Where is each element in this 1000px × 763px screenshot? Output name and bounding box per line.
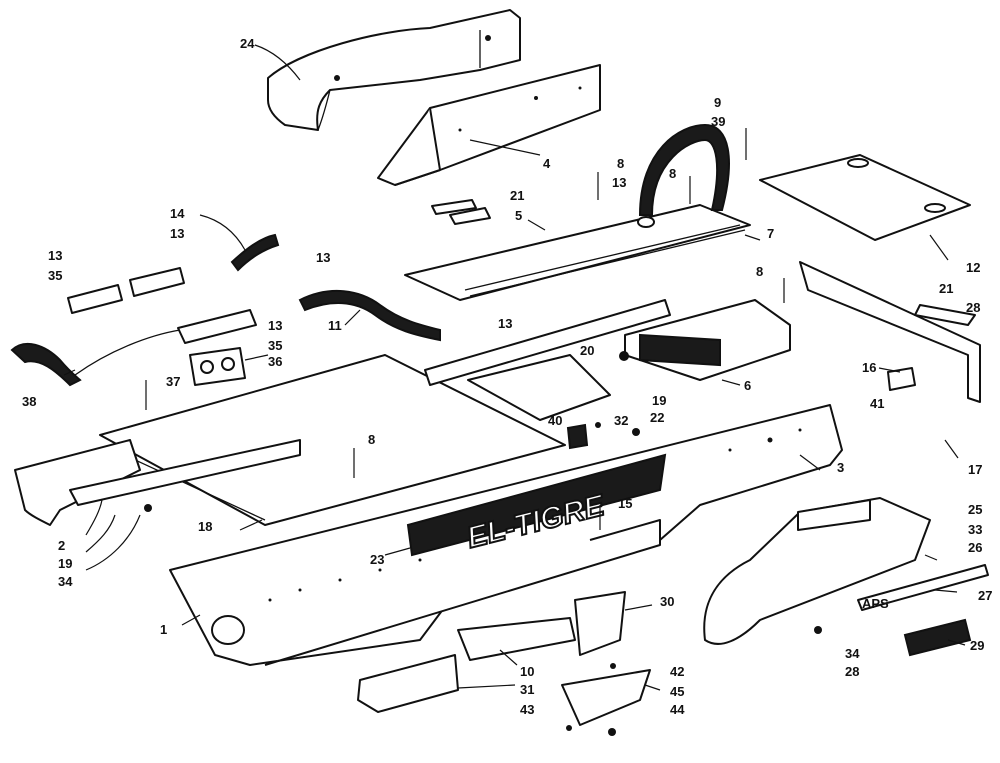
callout-43: 43 — [520, 702, 534, 717]
callout-1: 1 — [160, 622, 167, 637]
callout-42: 42 — [670, 664, 684, 679]
part-44-nut — [608, 728, 616, 736]
part-40-block — [566, 423, 589, 450]
callout-2: 2 — [58, 538, 65, 553]
part-36-clamp — [189, 347, 246, 386]
part-35-tube-top — [67, 267, 185, 314]
callout-19a: 19 — [652, 393, 666, 408]
callout-27: 27 — [978, 588, 992, 603]
callout-19b: 19 — [58, 556, 72, 571]
callout-7: 7 — [767, 226, 774, 241]
part-38-hose — [10, 329, 181, 387]
callout-14: 14 — [170, 206, 185, 221]
badge-text: APS — [862, 596, 889, 611]
callout-3: 3 — [837, 460, 844, 475]
part-25-right-bumper — [703, 497, 931, 645]
callout-18: 18 — [198, 519, 212, 534]
callout-36: 36 — [268, 354, 282, 369]
callout-31: 31 — [520, 682, 534, 697]
part-14-hose — [230, 233, 280, 272]
part-43-washer — [566, 725, 572, 731]
leader-lines — [63, 44, 966, 691]
callout-8a: 8 — [617, 156, 624, 171]
callout-4: 4 — [543, 156, 551, 171]
callout-23: 23 — [370, 552, 384, 567]
callout-40: 40 — [548, 413, 562, 428]
part-10-plate — [457, 617, 576, 661]
callout-25: 25 — [968, 502, 982, 517]
callout-35a: 35 — [48, 268, 62, 283]
callout-12: 12 — [966, 260, 980, 275]
part-34-washer-left — [144, 504, 152, 512]
part-21-spacer — [431, 199, 491, 225]
callout-24: 24 — [240, 36, 255, 51]
part-22-nut — [632, 428, 640, 436]
part-32-washer — [595, 422, 601, 428]
callout-34b: 34 — [845, 646, 860, 661]
callout-16: 16 — [862, 360, 876, 375]
callout-22: 22 — [650, 410, 664, 425]
callout-45: 45 — [670, 684, 684, 699]
callout-44: 44 — [670, 702, 685, 717]
callout-10: 10 — [520, 664, 534, 679]
callout-28a: 28 — [966, 300, 980, 315]
callout-9: 9 — [714, 95, 721, 110]
callout-34a: 34 — [58, 574, 73, 589]
callout-13d: 13 — [48, 248, 62, 263]
callout-5: 5 — [515, 208, 522, 223]
part-41-block — [887, 367, 916, 391]
part-45-bracket — [561, 669, 651, 726]
callout-29: 29 — [970, 638, 984, 653]
part-4-side-panel — [377, 64, 601, 186]
callout-13f: 13 — [498, 316, 512, 331]
callout-28b: 28 — [845, 664, 859, 679]
callout-37: 37 — [166, 374, 180, 389]
part-27-emblem — [903, 618, 972, 657]
part-42-bolt — [610, 663, 616, 669]
part-2-left-bumper — [14, 439, 301, 526]
part-11-hose — [298, 289, 441, 342]
callout-11: 11 — [328, 318, 342, 333]
callout-35b: 35 — [268, 338, 282, 353]
callout-21b: 21 — [939, 281, 953, 296]
part-5-tray — [404, 204, 751, 301]
part-16-rail — [799, 261, 981, 403]
part-31-bracket — [357, 654, 459, 713]
part-inner-panel — [424, 299, 671, 421]
callout-15: 15 — [618, 496, 632, 511]
callout-39: 39 — [711, 114, 725, 129]
callout-13c: 13 — [316, 250, 330, 265]
part-1-chassis — [169, 404, 843, 666]
callout-8b: 8 — [669, 166, 676, 181]
part-30-bracket — [574, 591, 626, 656]
bolts — [145, 128, 785, 530]
part-34-washer — [814, 626, 822, 634]
callout-13b: 13 — [170, 226, 184, 241]
callout-41: 41 — [870, 396, 884, 411]
part-35-tube-lower — [177, 309, 257, 344]
part-26-strip: APS — [857, 564, 989, 611]
callout-6: 6 — [744, 378, 751, 393]
part-24-shroud — [267, 9, 521, 131]
callout-30: 30 — [660, 594, 674, 609]
callout-33: 33 — [968, 522, 982, 537]
callout-8c: 8 — [756, 264, 763, 279]
callout-38: 38 — [22, 394, 36, 409]
callout-26: 26 — [968, 540, 982, 555]
part-20-nut — [619, 351, 629, 361]
callout-20: 20 — [580, 343, 594, 358]
callout-21a: 21 — [510, 188, 524, 203]
part-6-box — [624, 299, 791, 381]
part-18-floor-pan — [99, 354, 566, 526]
callout-32: 32 — [614, 413, 628, 428]
callout-13e: 13 — [268, 318, 282, 333]
callout-labels: 24 4 9 39 8 8 13 21 5 7 12 14 13 13 13 3… — [22, 36, 992, 717]
callout-17: 17 — [968, 462, 982, 477]
callout-8d: 8 — [368, 432, 375, 447]
part-12-plate — [759, 154, 971, 241]
callout-13a: 13 — [612, 175, 626, 190]
